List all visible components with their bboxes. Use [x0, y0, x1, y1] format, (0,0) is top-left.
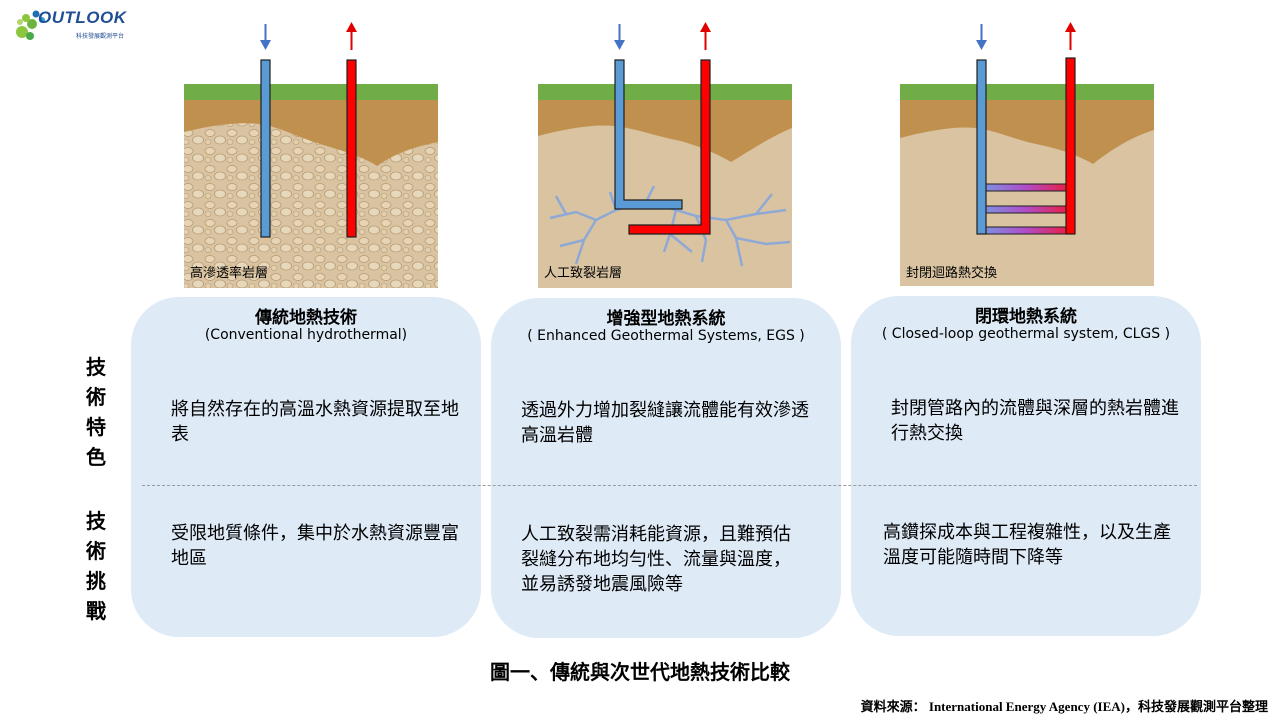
card-egs: 增強型地熱系統 ( Enhanced Geothermal Systems, E… — [491, 298, 841, 638]
source-agency: International Energy Agency (IEA) — [925, 699, 1125, 714]
card-challenge: 高鑽探成本與工程複雜性，以及生產溫度可能隨時間下降等 — [883, 522, 1171, 568]
injection-pipe — [260, 59, 271, 238]
diagram-egs: 人工致裂岩層 — [536, 20, 792, 288]
row-label-features: 技術特色 — [86, 355, 106, 469]
up-arrow-icon — [1065, 22, 1076, 50]
grass-layer — [538, 84, 792, 100]
logo-wordmark: OUTLOOK — [38, 8, 127, 27]
card-feature: 將自然存在的高溫水熱資源提取至地表 — [171, 399, 459, 445]
exchange-loop-1 — [985, 183, 1067, 192]
source-note: 資料來源： International Energy Agency (IEA)，… — [861, 696, 1268, 715]
production-pipe — [346, 59, 357, 238]
soil-layer — [900, 84, 1154, 164]
exchange-loop-3 — [985, 226, 1067, 235]
row-label-challenges: 技術挑戰 — [86, 509, 106, 623]
down-arrow-icon — [976, 24, 987, 50]
card-subtitle: ( Closed-loop geothermal system, CLGS ) — [881, 326, 1171, 342]
card-subtitle: (Conventional hydrothermal) — [204, 327, 408, 343]
grass-layer — [184, 84, 438, 100]
up-arrow-icon — [700, 22, 711, 50]
soil-layer — [184, 84, 438, 166]
down-arrow-icon — [260, 24, 271, 50]
card-title: 傳統地熱技術 — [255, 308, 357, 328]
figure-caption: 圖一、傳統與次世代地熱技術比較 — [490, 660, 790, 684]
card-title: 閉環地熱系統 — [975, 307, 1077, 327]
diagram-conventional: 高滲透率岩層 — [182, 20, 438, 288]
exchange-loop-2 — [985, 205, 1067, 214]
source-suffix: ，科技發展觀測平台整理 — [1124, 700, 1268, 715]
rock-label: 高滲透率岩層 — [190, 266, 269, 281]
injection-pipe — [614, 59, 683, 210]
card-closed-loop: 閉環地熱系統 ( Closed-loop geothermal system, … — [851, 296, 1201, 636]
row-divider — [142, 485, 1197, 486]
card-feature: 封閉管路內的流體與深層的熱岩體進行熱交換 — [891, 398, 1179, 444]
injection-pipe — [976, 59, 987, 235]
grass-layer — [900, 84, 1154, 100]
card-subtitle: ( Enhanced Geothermal Systems, EGS ) — [527, 328, 805, 344]
card-challenge: 受限地質條件，集中於水熱資源豐富地區 — [171, 523, 459, 569]
rock-label: 封閉迴路熱交換 — [906, 266, 998, 281]
card-feature: 透過外力增加裂縫讓流體能有效滲透高溫岩體 — [521, 400, 809, 446]
diagram-closed-loop: 封閉迴路熱交換 — [898, 20, 1154, 288]
logo-subtitle: 科技發展觀測平台 — [76, 33, 125, 40]
card-challenge: 人工致裂需消耗能資源，且難預估裂縫分布地均勻性、流量與溫度，並易誘發地震風險等 — [521, 524, 791, 595]
rock-label: 人工致裂岩層 — [544, 266, 623, 281]
production-pipe — [1065, 57, 1076, 235]
card-conventional: 傳統地熱技術 (Conventional hydrothermal) 將自然存在… — [131, 297, 481, 637]
up-arrow-icon — [346, 22, 357, 50]
down-arrow-icon — [614, 24, 625, 50]
logo-dots-icon — [16, 10, 45, 40]
soil-layer — [538, 84, 792, 162]
card-title: 增強型地熱系統 — [606, 309, 726, 329]
source-prefix: 資料來源： — [860, 700, 926, 715]
production-pipe — [628, 59, 711, 235]
outlook-logo: OUTLOOK 科技發展觀測平台 — [14, 6, 127, 44]
